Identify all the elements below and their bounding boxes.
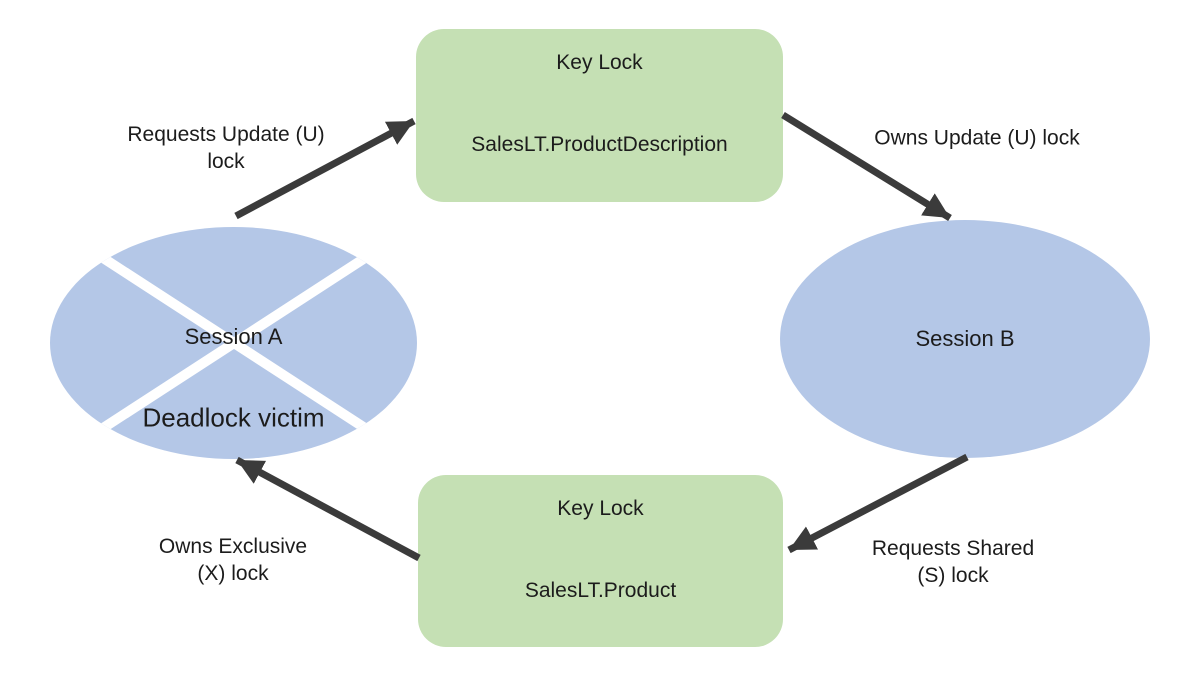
session-b-label: Session B: [915, 326, 1015, 351]
edge-label-line: Owns Exclusive: [158, 535, 308, 558]
edge-label-requests-update: Requests Update (U) lock: [127, 121, 324, 175]
node-session-a: Session A Deadlock victim: [50, 227, 417, 459]
edge-label-line: Owns Update (U) lock: [874, 126, 1080, 150]
edge-label-line: Requests Shared: [871, 537, 1035, 560]
edge-label-line: (S) lock: [917, 564, 989, 587]
node-session-b: Session B: [780, 220, 1150, 458]
edge-label-owns-update: Owns Update (U) lock: [874, 125, 1079, 152]
edge-label-owns-exclusive: Owns Exclusive (X) lock: [159, 533, 307, 587]
edge-label-requests-shared: Requests Shared (S) lock: [872, 535, 1034, 589]
edge-label-line: (X) lock: [197, 562, 269, 585]
node-title: Key Lock: [556, 51, 643, 74]
edge-label-line: lock: [207, 150, 245, 173]
deadlock-victim-label: Deadlock victim: [142, 402, 325, 433]
edge-label-line: Requests Update (U): [127, 123, 325, 146]
node-subtitle: SalesLT.ProductDescription: [471, 133, 728, 156]
node-title: Key Lock: [557, 497, 644, 520]
node-key-lock-bottom: Key Lock SalesLT.Product: [418, 475, 783, 647]
session-a-label: Session A: [184, 324, 283, 349]
node-key-lock-top: Key Lock SalesLT.ProductDescription: [416, 29, 783, 202]
node-subtitle: SalesLT.Product: [524, 579, 677, 602]
